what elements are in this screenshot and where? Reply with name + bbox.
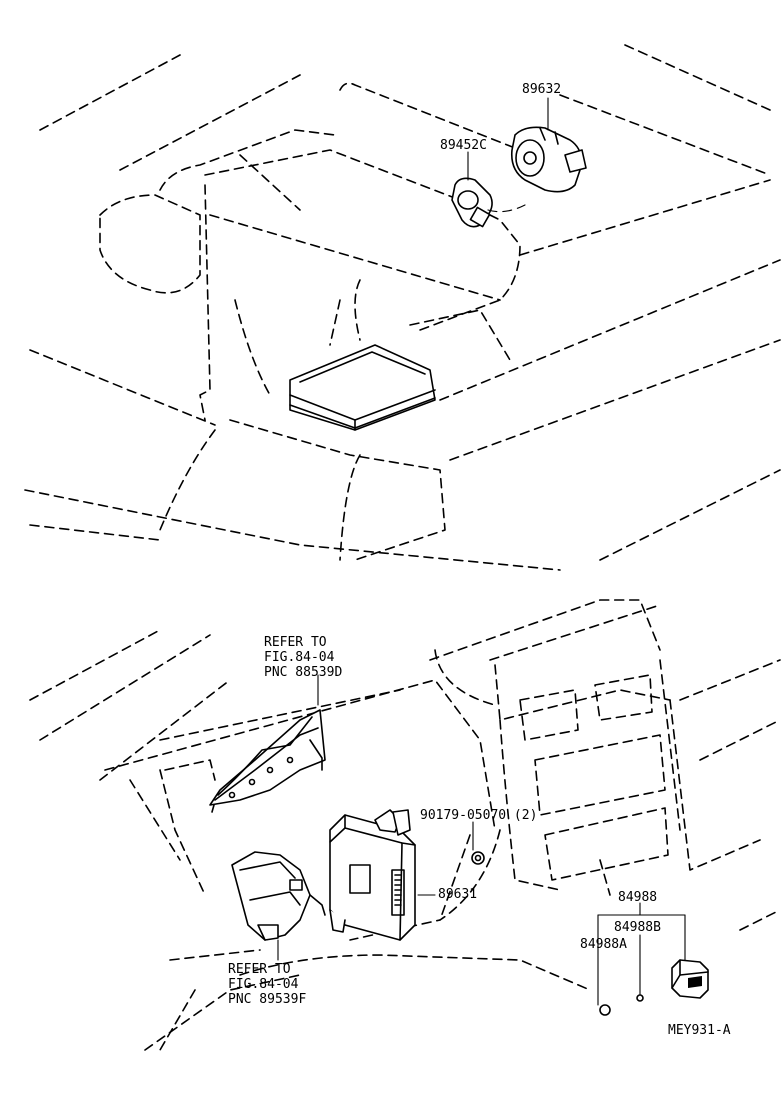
air-cleaner-box	[289, 344, 436, 431]
label-diagram-code: MEY931-A	[668, 1023, 731, 1038]
dashboard-outline	[29, 599, 781, 1051]
label-84988: 84988	[618, 890, 658, 905]
label-refer-top-line3: PNC 88539D	[264, 665, 343, 680]
label-refer-bottom-line2: FIG.84-04	[228, 977, 299, 992]
label-refer-bottom-line3: PNC 89539F	[228, 992, 307, 1007]
label-refer-top-line2: FIG.84-04	[264, 650, 335, 665]
label-89631: 89631	[438, 887, 478, 902]
throttle-position-sensor	[451, 177, 526, 228]
upper-leaders	[467, 97, 549, 181]
nut	[471, 851, 485, 865]
engine-ecu	[329, 809, 416, 941]
ecu-lower-bracket	[231, 851, 326, 941]
label-84988a: 84988A	[580, 937, 627, 952]
label-refer-top-line1: REFER TO	[264, 635, 327, 650]
switch-assembly	[599, 959, 709, 1016]
engine-bay-outline	[24, 44, 781, 571]
idle-speed-valve	[510, 126, 587, 193]
label-90179-05070: 90179-05070 (2)	[420, 808, 538, 823]
label-refer-bottom-line1: REFER TO	[228, 962, 291, 977]
ecu-upper-bracket	[209, 709, 326, 813]
label-89632: 89632	[522, 82, 562, 97]
label-84988b: 84988B	[614, 920, 661, 935]
lower-leaders	[277, 674, 686, 1006]
label-89452c: 89452C	[440, 138, 487, 153]
